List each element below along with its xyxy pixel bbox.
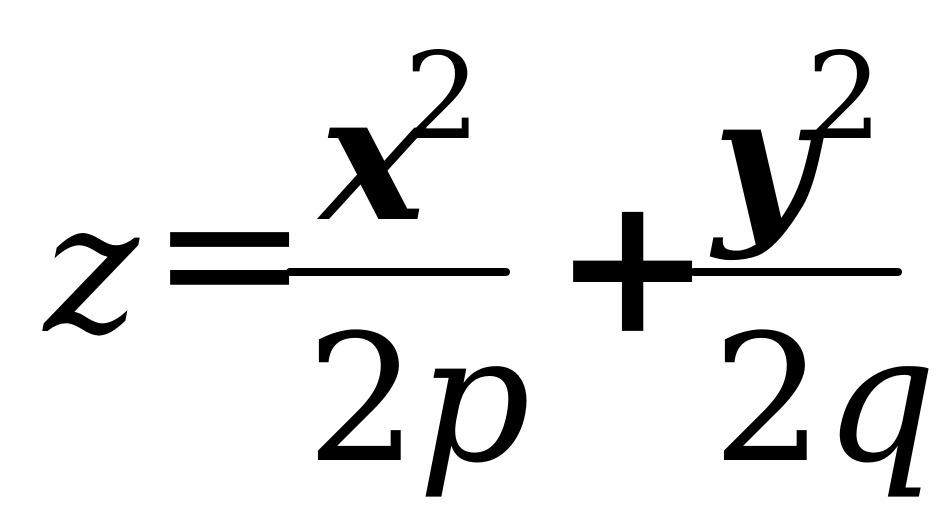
left-numerator-exponent: 2 [404, 28, 481, 167]
left-denominator: 2p [306, 312, 531, 488]
left-fraction-bar [286, 268, 510, 276]
equals-sign: = [150, 142, 310, 363]
left-denominator-variable-p: p [417, 297, 531, 502]
plus-sign: + [553, 153, 713, 376]
left-numerator-x: x [320, 54, 425, 261]
lhs-variable-z: z [44, 165, 139, 374]
right-denominator-coefficient: 2 [712, 297, 824, 502]
right-numerator-exponent: 2 [806, 28, 883, 167]
right-numerator-y: y [713, 56, 816, 263]
right-denominator-variable-q: q [823, 297, 937, 502]
right-fraction-bar [690, 268, 902, 276]
left-denominator-coefficient: 2 [306, 297, 418, 502]
right-denominator: 2q [712, 312, 937, 488]
